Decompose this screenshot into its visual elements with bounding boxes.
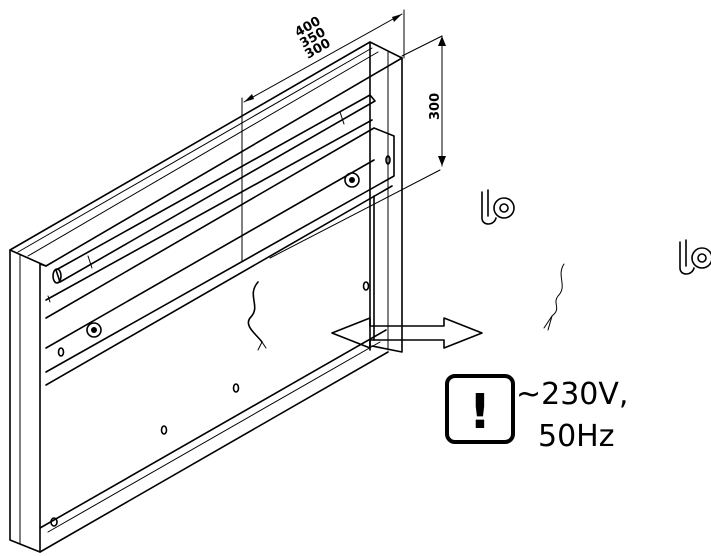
height-label: 300 xyxy=(428,93,443,120)
exclamation-warning-icon xyxy=(445,374,515,444)
voltage-text: ~230V, xyxy=(516,377,628,412)
loose-cable-icon xyxy=(543,263,565,331)
power-cable-icon xyxy=(247,281,267,351)
wall-hook-icon-2 xyxy=(679,239,711,275)
height-dimension: 300 xyxy=(401,35,446,167)
mirror-cabinet xyxy=(9,41,403,553)
width-dimension: 400 350 300 xyxy=(241,9,441,263)
power-warning: ! ~230V, 50Hz xyxy=(445,374,628,454)
wall-hook-icon xyxy=(481,189,515,225)
warning-mark: ! xyxy=(469,384,491,440)
double-arrow-icon xyxy=(331,317,483,349)
frequency-text: 50Hz xyxy=(538,419,614,454)
